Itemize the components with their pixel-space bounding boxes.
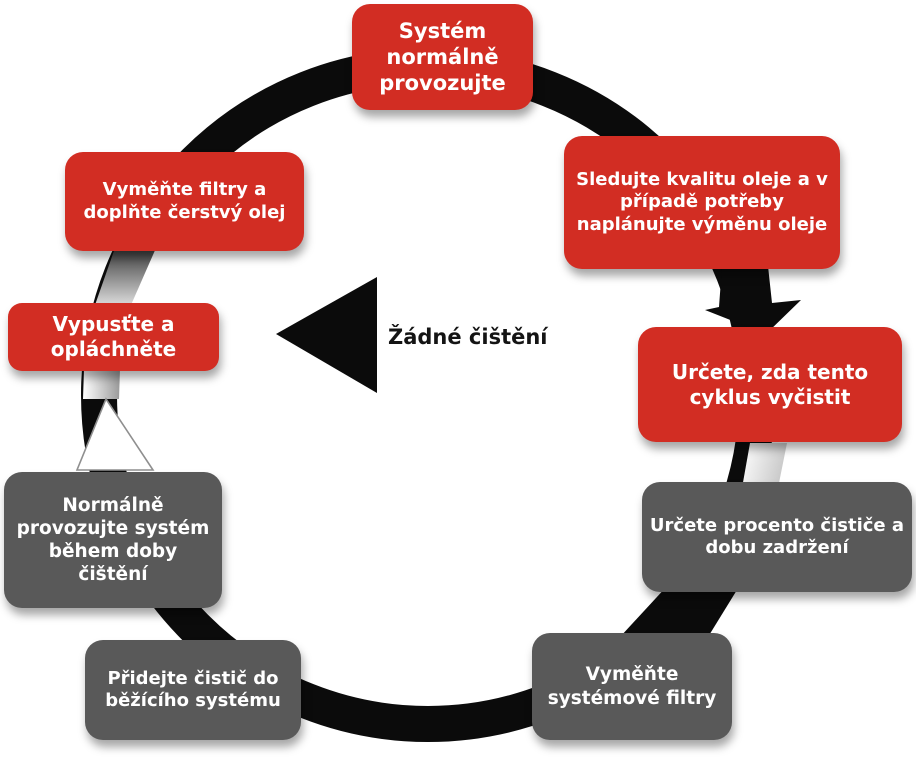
node-decide-cycle-clean: Určete, zda tento cyklus vyčistit [638, 327, 902, 442]
node-monitor-oil-quality: Sledujte kvalitu oleje a v případě potře… [564, 136, 840, 269]
node-determine-cleaner-pct: Určete procento čističe a dobu zadržení [642, 482, 912, 592]
no-cleaning-label: Žádné čištění [388, 325, 548, 349]
node-replace-filters-add-oil: Vyměňte filtry a doplňte čerstvý olej [65, 152, 304, 251]
node-add-cleaner-running: Přidejte čistič do běžícího systému [85, 640, 301, 740]
flow-arrow-up-icon [75, 397, 155, 471]
node-drain-and-rinse: Vypusťte a opláchněte [8, 303, 219, 371]
flow-arrow-down-icon [705, 266, 801, 334]
silver-band-right-icon [742, 443, 787, 488]
node-operate-normally: Systém normálně provozujte [352, 4, 533, 110]
silver-band-left-upper-icon [95, 248, 156, 305]
node-replace-system-filters: Vyměňte systémové filtry [532, 633, 732, 740]
silver-band-left-lower-icon [83, 369, 120, 399]
no-cleaning-arrow-icon [276, 277, 377, 393]
node-operate-during-cleaning: Normálně provozujte systém během doby či… [4, 472, 222, 608]
